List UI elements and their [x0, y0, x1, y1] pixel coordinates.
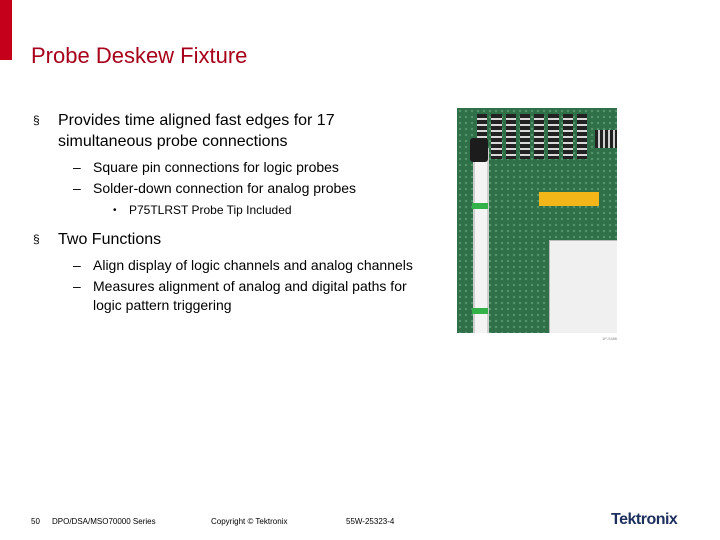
footer-doc-number: 55W-25323-4 — [346, 517, 395, 526]
sub-bullet-text: Square pin connections for logic probes — [93, 159, 339, 175]
footer-copyright: Copyright © Tektronix — [211, 517, 288, 526]
bullet-item: § Provides time aligned fast edges for 1… — [33, 110, 413, 152]
probe-tip — [470, 138, 488, 162]
photo-id: 1P-5486 — [602, 336, 618, 341]
secondary-pin-header — [595, 130, 617, 148]
sub-bullet-item: – Square pin connections for logic probe… — [33, 158, 413, 177]
sub-sub-bullet-item: • P75TLRST Probe Tip Included — [33, 202, 413, 219]
probe-cable — [473, 148, 489, 333]
probe-clip — [472, 203, 488, 209]
bullet-text: Provides time aligned fast edges for 17 … — [58, 112, 335, 150]
dash-bullet-icon: – — [73, 257, 81, 273]
bullet-text: Two Functions — [58, 231, 162, 248]
sub-bullet-item: – Measures alignment of analog and digit… — [33, 277, 413, 315]
square-bullet-icon: § — [33, 113, 40, 127]
sub-sub-bullet-text: P75TLRST Probe Tip Included — [129, 203, 292, 217]
bullet-list: § Provides time aligned fast edges for 1… — [33, 110, 413, 315]
sub-bullet-item: – Align display of logic channels and an… — [33, 256, 413, 275]
dash-bullet-icon: – — [73, 278, 81, 294]
fixture-label-card — [549, 240, 617, 333]
dot-bullet-icon: • — [113, 205, 117, 216]
dash-bullet-icon: – — [73, 159, 81, 175]
square-bullet-icon: § — [33, 232, 40, 246]
slide-title: Probe Deskew Fixture — [31, 43, 248, 68]
accent-bar — [0, 0, 12, 60]
page-number: 50 — [31, 517, 40, 526]
deskew-fixture-photo — [457, 108, 617, 333]
yellow-label — [539, 192, 599, 206]
sub-bullet-text: Align display of logic channels and anal… — [93, 257, 413, 273]
sub-bullet-text: Solder-down connection for analog probes — [93, 180, 357, 196]
sub-bullet-text: Measures alignment of analog and digital… — [93, 278, 407, 313]
logic-pin-headers — [477, 114, 587, 159]
footer-series: DPO/DSA/MSO70000 Series — [52, 517, 156, 526]
probe-clip — [472, 308, 488, 314]
bullet-item: § Two Functions — [33, 229, 413, 250]
tektronix-logo: Tektronix — [611, 511, 678, 528]
dash-bullet-icon: – — [73, 180, 81, 196]
sub-bullet-item: – Solder-down connection for analog prob… — [33, 179, 413, 198]
